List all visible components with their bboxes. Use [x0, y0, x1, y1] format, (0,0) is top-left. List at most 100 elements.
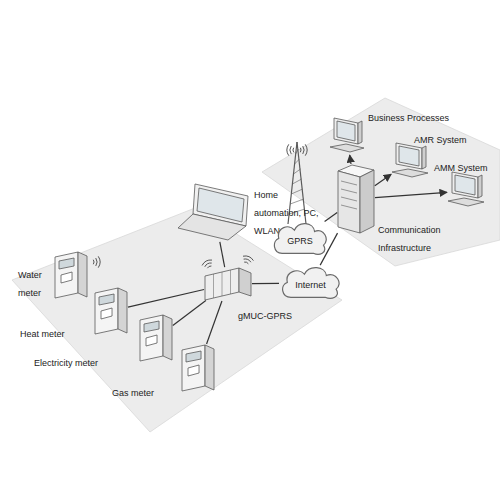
device-label: AMR System [414, 135, 467, 145]
connector [220, 242, 225, 267]
label-holder: Internet [295, 274, 326, 292]
keyboard [392, 169, 428, 177]
device-label: Communication Infrastructure [378, 225, 441, 253]
radio-wave [244, 262, 248, 264]
device-module-line [222, 272, 223, 296]
meter-front [182, 345, 205, 391]
network-cloud: GPRS [272, 222, 328, 256]
laptop-keyboard [178, 214, 246, 240]
connector [207, 301, 222, 344]
cloud-shape [283, 268, 339, 299]
connector [128, 290, 204, 308]
radio-wave [290, 146, 291, 154]
radio-wave [93, 260, 95, 265]
ground-panel [262, 98, 500, 266]
device-label: Electricity meter [34, 358, 98, 368]
connector [350, 155, 351, 164]
radio-wave [293, 148, 295, 153]
radio-wave [207, 266, 211, 268]
connector [173, 301, 206, 326]
antenna-strut [295, 159, 300, 164]
server-slot [341, 205, 357, 209]
meter-counter [61, 272, 72, 283]
label-holder: AMM System [434, 157, 488, 175]
label-holder: Electricity meter [34, 352, 98, 370]
device-label: Business Processes [368, 113, 449, 123]
ground-panel [12, 208, 342, 432]
monitor-side [422, 146, 426, 169]
antenna-strut [291, 189, 302, 194]
connector [252, 283, 279, 285]
cloud-label: GPRS [287, 236, 313, 246]
radio-wave [98, 256, 100, 267]
device-module-line [230, 270, 231, 294]
antenna-strut [293, 169, 300, 174]
device-label: gMUC-GPRS [238, 311, 292, 321]
device-node: Business Processes [330, 118, 364, 154]
device-node: AMM System [448, 172, 484, 210]
label-holder: Communication Infrastructure [378, 219, 448, 255]
radio-wave [202, 260, 212, 265]
meter-counter [101, 308, 112, 319]
label-holder: Business Processes [368, 107, 449, 125]
radio-wave [300, 148, 302, 153]
connector [375, 192, 447, 197]
device-node: gMUC-GPRS [205, 268, 251, 300]
monitor-front [452, 172, 478, 198]
antenna-strut [296, 149, 299, 154]
device-node: Gas meter [182, 345, 214, 391]
monitor-screen [337, 121, 355, 141]
device-side [239, 268, 251, 296]
server-slot [341, 189, 357, 193]
device-front [205, 268, 239, 300]
meter-side [118, 288, 127, 333]
meter-display [186, 351, 201, 362]
meter-counter [146, 335, 157, 346]
label-holder: Water meter [18, 264, 52, 300]
label-holder: AMR System [414, 129, 467, 147]
meter-display [59, 258, 74, 269]
device-node: Heat meter [95, 288, 127, 334]
antenna-strut [292, 179, 301, 184]
device-module-line [213, 274, 214, 298]
device-node: AMR System [392, 143, 428, 179]
monitor-front [334, 118, 358, 144]
meter-front [55, 252, 78, 298]
meter-counter [188, 365, 199, 376]
cloud-shape [274, 224, 326, 255]
meter-front [95, 288, 118, 334]
label-holder: GPRS [287, 230, 313, 248]
server-slot [341, 197, 357, 201]
monitor-side [358, 121, 362, 144]
radio-wave [243, 256, 253, 261]
meter-display [144, 321, 159, 332]
keyboard [330, 144, 364, 152]
server-side [360, 170, 374, 233]
device-node: Communication Infrastructure [338, 165, 374, 233]
network-cloud: Internet [280, 266, 341, 300]
label-holder: Heat meter [20, 323, 65, 341]
antenna-strut [290, 199, 304, 204]
label-holder: Gas meter [112, 382, 154, 400]
meter-display [99, 294, 114, 305]
monitor-side [478, 175, 482, 198]
meter-side [205, 345, 214, 390]
radio-wave [303, 146, 304, 154]
server-front [338, 171, 360, 233]
radio-wave [96, 258, 97, 266]
monitor-screen [455, 175, 475, 195]
device-label: AMM System [434, 163, 488, 173]
label-holder: gMUC-GPRS [238, 305, 292, 323]
radio-wave [287, 144, 289, 155]
device-label: Heat meter [20, 329, 65, 339]
meter-front [140, 315, 163, 361]
radio-wave [244, 259, 251, 262]
meter-side [163, 315, 172, 360]
radio-wave [205, 263, 212, 267]
connector [325, 212, 338, 221]
device-label: Water meter [18, 270, 42, 298]
meter-side [78, 252, 87, 297]
server-slot [341, 181, 357, 185]
